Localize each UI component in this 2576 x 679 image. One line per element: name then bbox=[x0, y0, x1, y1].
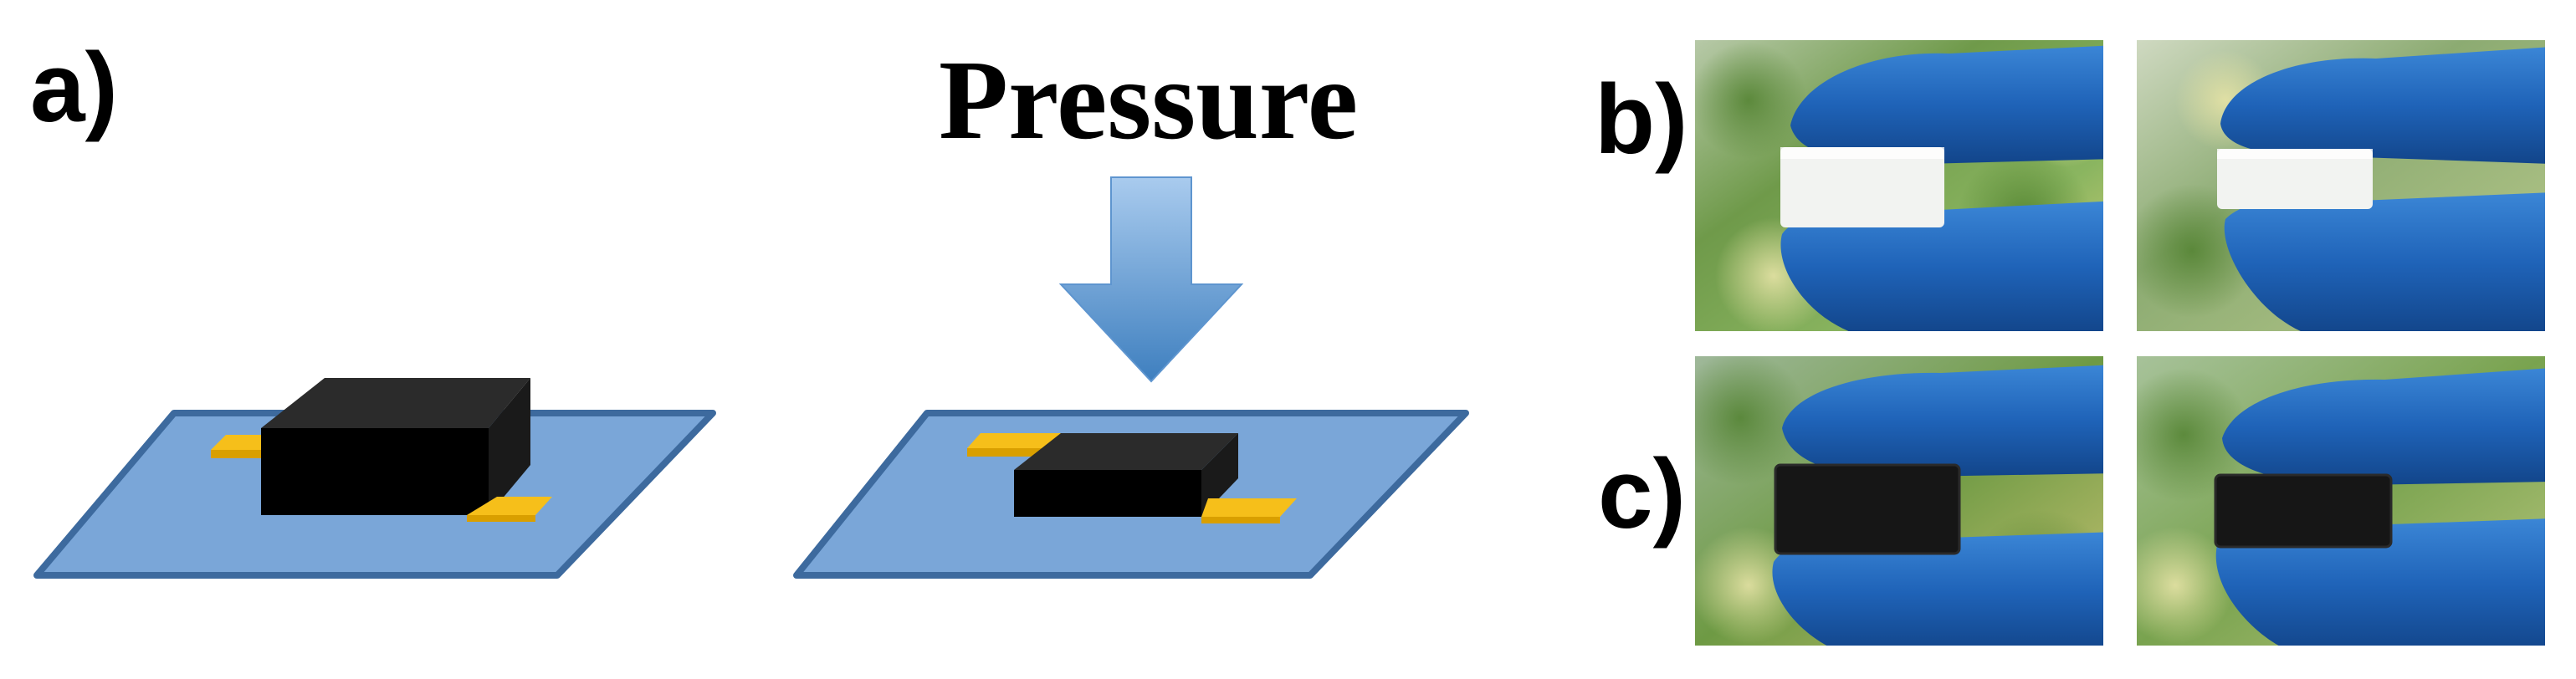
panel-label-b: b) bbox=[1595, 64, 1688, 175]
photo-black-foam-uncompressed bbox=[1695, 356, 2103, 646]
photo-black-foam-compressed bbox=[2137, 356, 2545, 646]
panel-label-c: c) bbox=[1598, 439, 1686, 549]
black-foam-sample-2 bbox=[2215, 475, 2391, 547]
sensor-uncompressed bbox=[33, 378, 716, 579]
foam-block-top-right bbox=[1014, 433, 1238, 470]
foam-block-front-right bbox=[1014, 470, 1201, 517]
down-arrow-icon bbox=[1058, 176, 1244, 383]
foam-block-front-left bbox=[261, 428, 489, 515]
sensor-compressed bbox=[793, 410, 1469, 579]
electrode-right-a bbox=[467, 497, 552, 515]
photo-white-foam-compressed bbox=[2137, 40, 2545, 331]
photo-white-foam-uncompressed bbox=[1695, 40, 2103, 331]
white-foam-sample-1 bbox=[1780, 147, 1944, 227]
pressure-label: Pressure bbox=[939, 38, 1359, 163]
white-foam-sample-2 bbox=[2217, 149, 2373, 209]
foam-block-side-right bbox=[1201, 433, 1238, 517]
foam-block-top-left bbox=[261, 378, 530, 428]
black-foam-sample-1 bbox=[1775, 465, 1959, 554]
electrode-right-b bbox=[1201, 498, 1297, 517]
foam-block-side-left bbox=[489, 378, 530, 515]
panel-label-a: a) bbox=[30, 33, 118, 143]
